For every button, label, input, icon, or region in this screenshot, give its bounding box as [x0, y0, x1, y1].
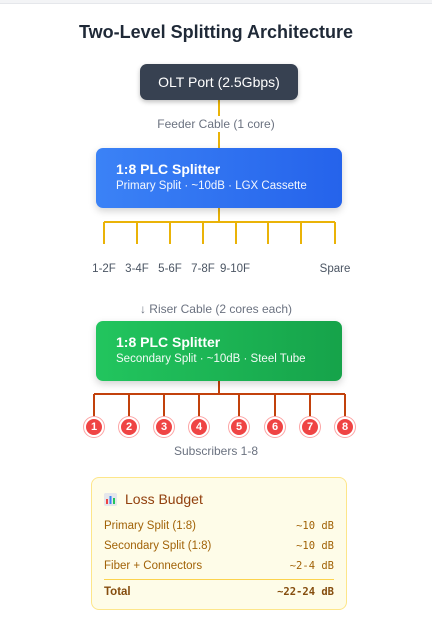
olt-port-label: OLT Port (2.5Gbps) [158, 74, 280, 90]
secondary-splitter-subtitle: Secondary Split · ~10dB · Steel Tube [116, 353, 306, 365]
loss-budget-panel: Loss Budget Primary Split (1:8) ~10 dB S… [91, 477, 347, 610]
secondary-splitter: 1:8 PLC Splitter Secondary Split · ~10dB… [96, 321, 342, 381]
port-label-4: 7-8F [191, 263, 215, 275]
budget-row-fiber: Fiber + Connectors ~2-4 dB [104, 556, 334, 576]
secondary-drops [93, 394, 346, 418]
port-label-3: 5-6F [158, 263, 182, 275]
budget-row-value: ~10 dB [296, 540, 334, 552]
budget-row-value: ~2-4 dB [289, 560, 334, 572]
subscriber-2: 2 [119, 417, 139, 437]
budget-row-label: Secondary Split (1:8) [104, 540, 212, 552]
primary-drops [103, 222, 336, 244]
budget-row-value: ~10 dB [296, 520, 334, 532]
subscriber-6: 6 [265, 417, 285, 437]
subscriber-8: 8 [335, 417, 355, 437]
budget-total-label: Total [104, 586, 131, 598]
budget-row-label: Primary Split (1:8) [104, 520, 197, 532]
budget-row-total: Total ~22-24 dB [104, 579, 334, 602]
riser-cable-label: ↓ Riser Cable (2 cores each) [139, 302, 293, 316]
budget-total-value: ~22-24 dB [277, 586, 334, 598]
primary-splitter: 1:8 PLC Splitter Primary Split · ~10dB ·… [96, 148, 342, 208]
loss-budget-title: Loss Budget [125, 491, 203, 507]
diagram-title: Two-Level Splitting Architecture [78, 22, 354, 42]
primary-splitter-subtitle: Primary Split · ~10dB · LGX Cassette [116, 180, 307, 192]
port-label-5-text: 9-10F [219, 263, 251, 275]
subscriber-3: 3 [154, 417, 174, 437]
bar-chart-icon [104, 492, 117, 506]
port-label-8: Spare [319, 263, 351, 275]
subscriber-1: 1 [84, 417, 104, 437]
subscriber-4: 4 [189, 417, 209, 437]
budget-row-primary: Primary Split (1:8) ~10 dB [104, 516, 334, 536]
primary-splitter-title: 1:8 PLC Splitter [116, 161, 221, 177]
top-border [0, 0, 432, 4]
port-label-5: 9-10F [219, 262, 251, 277]
subscriber-7: 7 [300, 417, 320, 437]
subscribers-label: Subscribers 1-8 [173, 444, 259, 458]
budget-row-secondary: Secondary Split (1:8) ~10 dB [104, 536, 334, 556]
feeder-cable-label: Feeder Cable (1 core) [157, 117, 275, 131]
port-label-1: 1-2F [92, 263, 116, 275]
olt-port-box: OLT Port (2.5Gbps) [140, 64, 298, 100]
subscriber-5: 5 [229, 417, 249, 437]
secondary-splitter-title: 1:8 PLC Splitter [116, 334, 221, 350]
budget-row-label: Fiber + Connectors [104, 560, 203, 572]
loss-budget-heading: Loss Budget [104, 491, 334, 507]
port-label-2: 3-4F [125, 263, 149, 275]
